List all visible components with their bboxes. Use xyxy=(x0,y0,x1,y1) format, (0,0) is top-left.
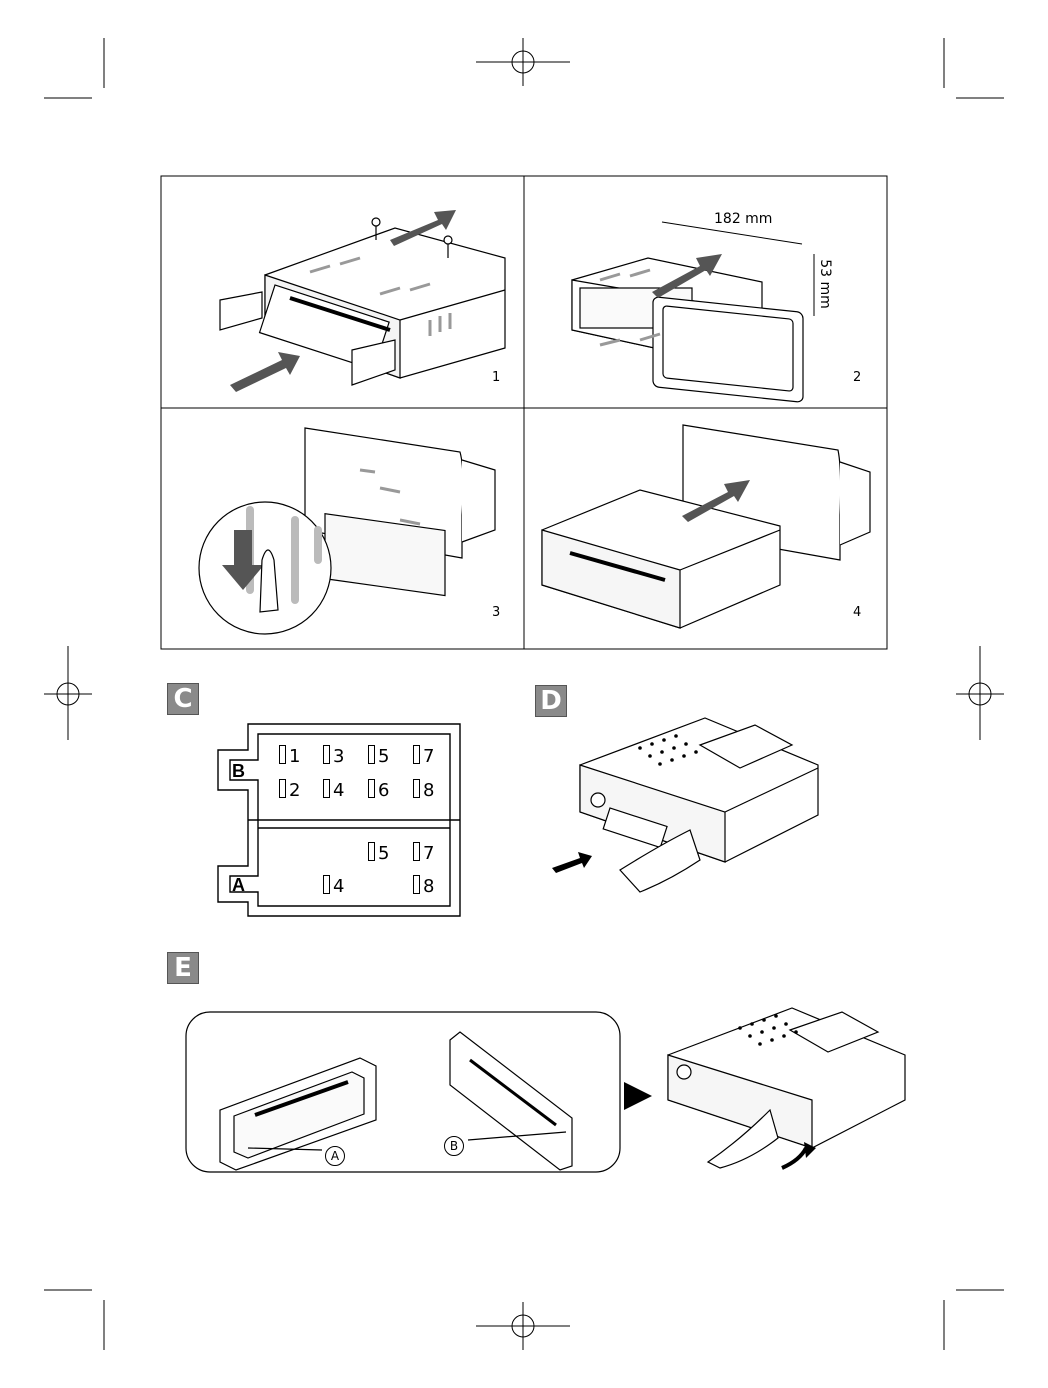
panel-3-illustration xyxy=(199,428,495,634)
panel-2-number: 2 xyxy=(853,370,861,385)
pin-b8: 8 xyxy=(413,779,434,800)
height-dimension-label: 53 mm xyxy=(817,259,833,309)
section-e-badge: E xyxy=(167,952,199,984)
panel-4-illustration xyxy=(542,425,870,628)
pin-a5: 5 xyxy=(368,842,389,863)
pin-b3: 3 xyxy=(323,745,344,766)
section-d-badge: D xyxy=(535,685,567,717)
connector-b-label: B xyxy=(232,761,245,782)
pin-a8: 8 xyxy=(413,875,434,896)
pin-b5: 5 xyxy=(368,745,389,766)
panel-2-illustration xyxy=(572,222,814,402)
panel-3-number: 3 xyxy=(492,605,500,620)
width-dimension-label: 182 mm xyxy=(714,211,772,227)
callout-b: B xyxy=(444,1136,464,1156)
connector-a-label: A xyxy=(232,875,245,896)
pin-b4: 4 xyxy=(323,779,344,800)
pin-b7: 7 xyxy=(413,745,434,766)
pin-b6: 6 xyxy=(368,779,389,800)
section-c-badge: C xyxy=(167,683,199,715)
pin-b1: 1 xyxy=(279,745,300,766)
panel-1-number: 1 xyxy=(492,370,500,385)
section-d-illustration xyxy=(552,718,818,892)
panel-4-number: 4 xyxy=(853,605,861,620)
section-e-illustration xyxy=(186,1008,905,1172)
pin-a7: 7 xyxy=(413,842,434,863)
panel-1-illustration xyxy=(220,210,505,392)
pin-a4: 4 xyxy=(323,875,344,896)
callout-a: A xyxy=(325,1146,345,1166)
pin-b2: 2 xyxy=(279,779,300,800)
